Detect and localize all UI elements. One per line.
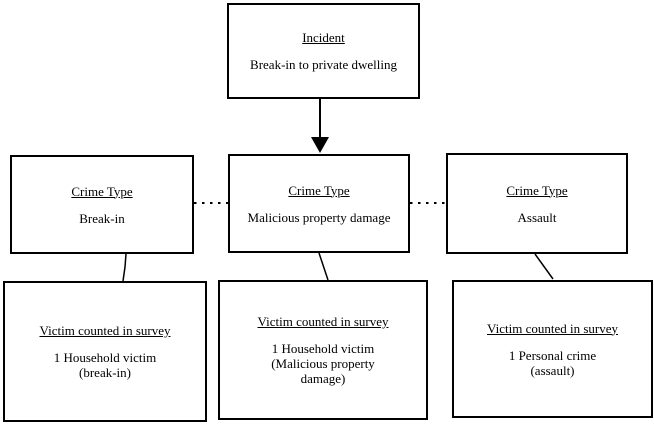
crime-type-value: Malicious property damage	[247, 209, 391, 225]
victim-heading: Victim counted in survey	[257, 314, 389, 329]
victim-detail-line: (break-in)	[79, 365, 131, 380]
crime-type-box-assault: Crime Type Assault	[446, 153, 628, 254]
incident-heading: Incident	[302, 30, 345, 45]
victim-heading: Victim counted in survey	[39, 323, 171, 338]
crime-type-box-break-in: Crime Type Break-in	[10, 155, 194, 254]
victim-detail-line: (Malicious property	[271, 356, 375, 371]
victim-detail-line-2: damage)	[300, 371, 346, 386]
crime-type-value: Assault	[517, 209, 557, 225]
link-crime2-victim2	[318, 252, 329, 281]
crime-type-box-malicious-property-damage: Crime Type Malicious property damage	[228, 154, 410, 253]
incident-box: Incident Break-in to private dwelling	[227, 3, 420, 99]
victim-count-line: 1 Personal crime	[508, 347, 597, 363]
crime-type-heading: Crime Type	[506, 182, 568, 198]
crime-type-heading: Crime Type	[288, 182, 350, 198]
arrowhead-icon	[311, 137, 329, 153]
crime-type-value: Break-in	[79, 210, 125, 226]
incident-description: Break-in to private dwelling	[250, 57, 397, 72]
victim-detail-line: (assault)	[530, 362, 575, 378]
victim-box-break-in: Victim counted in survey 1 Household vic…	[3, 281, 207, 422]
crime-type-heading: Crime Type	[71, 183, 133, 199]
victim-box-assault: Victim counted in survey 1 Personal crim…	[452, 280, 653, 418]
victim-count-line: 1 Household victim	[53, 350, 157, 365]
victim-box-malicious-property-damage: Victim counted in survey 1 Household vic…	[218, 280, 428, 420]
link-crime3-victim3	[534, 253, 554, 280]
victim-heading: Victim counted in survey	[487, 320, 618, 336]
victim-count-line: 1 Household victim	[271, 341, 375, 356]
link-crime1-victim1	[122, 253, 127, 282]
